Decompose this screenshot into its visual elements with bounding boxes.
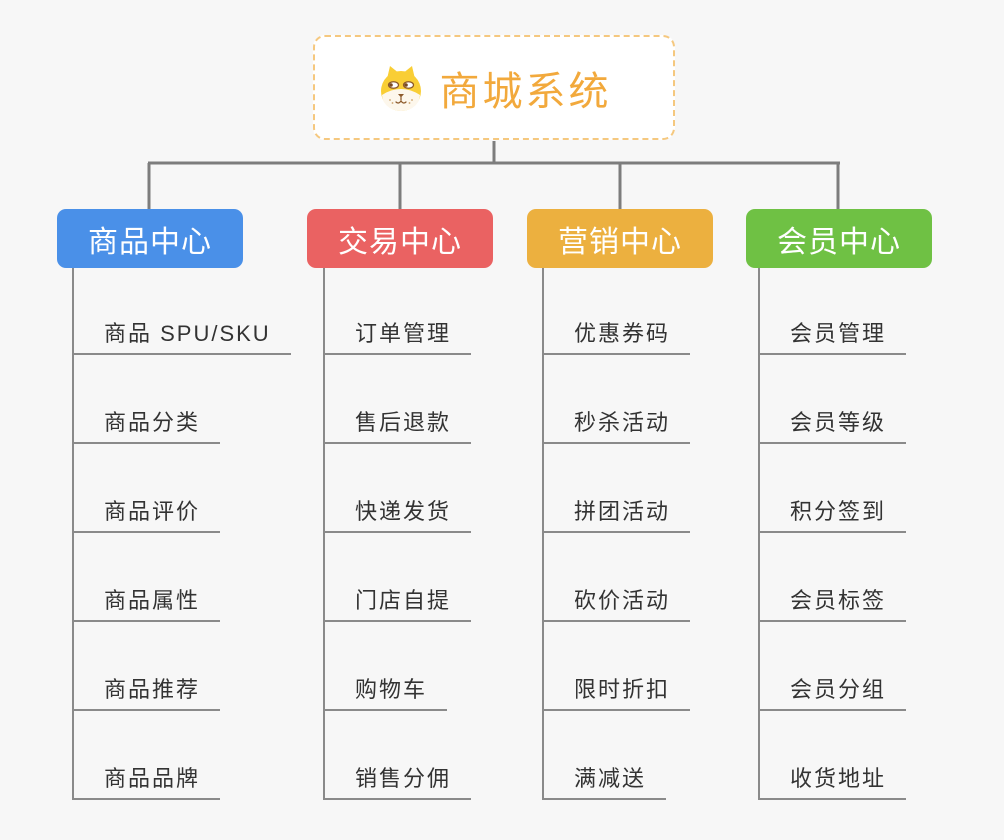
branch-vertical-line xyxy=(323,268,325,800)
branch-header-member-center[interactable]: 会员中心 xyxy=(746,209,932,268)
branch-header-trade-center[interactable]: 交易中心 xyxy=(307,209,493,268)
branch-vertical-line xyxy=(758,268,760,800)
leaf-node[interactable]: 商品推荐 xyxy=(72,669,221,711)
leaf-node[interactable]: 销售分佣 xyxy=(323,758,472,800)
branch-header-marketing-center[interactable]: 营销中心 xyxy=(527,209,713,268)
leaf-node[interactable]: 优惠券码 xyxy=(542,313,691,355)
leaf-node[interactable]: 门店自提 xyxy=(323,580,472,622)
leaf-node[interactable]: 会员分组 xyxy=(758,669,907,711)
leaf-node[interactable]: 购物车 xyxy=(323,669,448,711)
root-title: 商城系统 xyxy=(439,69,612,114)
branch-vertical-line xyxy=(72,268,74,800)
leaf-node[interactable]: 秒杀活动 xyxy=(542,402,691,444)
leaf-node[interactable]: 会员管理 xyxy=(758,313,907,355)
leaf-node[interactable]: 会员等级 xyxy=(758,402,907,444)
leaf-node[interactable]: 商品属性 xyxy=(72,580,221,622)
dog-face-icon xyxy=(377,61,425,115)
leaf-node[interactable]: 售后退款 xyxy=(323,402,472,444)
leaf-node[interactable]: 砍价活动 xyxy=(542,580,691,622)
leaf-node[interactable]: 商品分类 xyxy=(72,402,221,444)
leaf-node[interactable]: 拼团活动 xyxy=(542,491,691,533)
leaf-node[interactable]: 商品 SPU/SKU xyxy=(72,313,291,355)
leaf-node[interactable]: 商品品牌 xyxy=(72,758,221,800)
leaf-node[interactable]: 商品评价 xyxy=(72,491,221,533)
branch-vertical-line xyxy=(542,268,544,800)
leaf-node[interactable]: 限时折扣 xyxy=(542,669,691,711)
leaf-node[interactable]: 收货地址 xyxy=(758,758,907,800)
root-node[interactable]: 商城系统 xyxy=(313,35,675,140)
leaf-node[interactable]: 满减送 xyxy=(542,758,667,800)
branch-header-product-center[interactable]: 商品中心 xyxy=(57,209,243,268)
leaf-node[interactable]: 会员标签 xyxy=(758,580,907,622)
leaf-node[interactable]: 积分签到 xyxy=(758,491,907,533)
leaf-node[interactable]: 快递发货 xyxy=(323,491,472,533)
leaf-node[interactable]: 订单管理 xyxy=(323,313,472,355)
